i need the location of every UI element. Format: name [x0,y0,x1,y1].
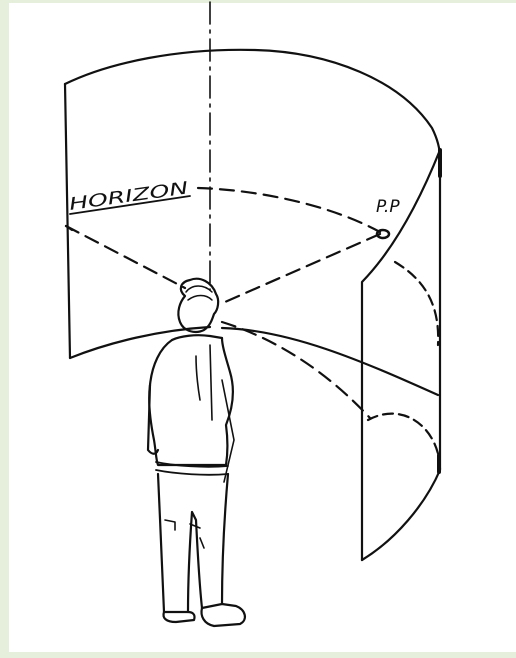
cylinder-left-edge [65,84,70,358]
sight-line-lower-right [222,322,370,418]
cylinder-top-edge [65,50,440,158]
principal-point-label: P.P [376,197,400,217]
sight-line-to-principal-point [225,234,380,302]
cylinder-hidden-edge-upper [395,262,438,345]
figure-collar [172,335,222,340]
sight-line-lower-curve [222,328,438,395]
cylinder-front-top-curl [362,150,440,560]
horizon-label: HORIZON [68,178,190,215]
cylinder-front-bottom-curl [362,470,440,560]
horizon-dashed-line [198,188,380,232]
sight-line-to-horizon-left [66,226,185,288]
figure-jacket [149,338,233,465]
figure-left-foot [164,612,195,622]
figure-arm-left [148,385,158,454]
figure-trousers [158,474,228,612]
cylinder-hidden-edge-lower [368,414,440,470]
figure-hair [186,286,212,300]
